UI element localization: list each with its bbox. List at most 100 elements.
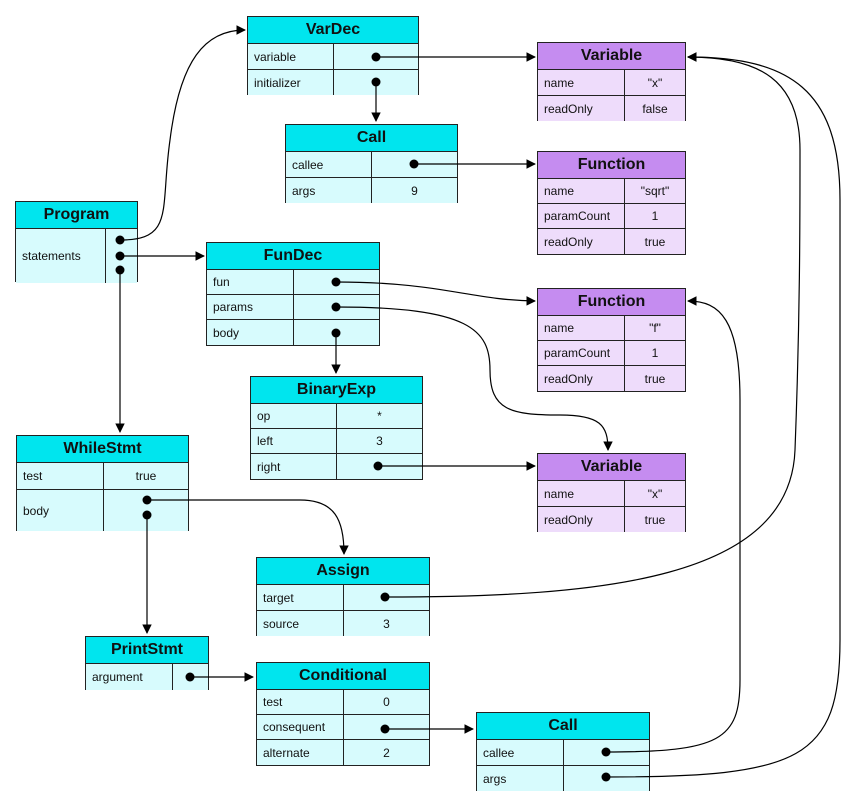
- field-value: true: [644, 512, 666, 527]
- field-value: true: [135, 469, 157, 483]
- field-value: [564, 740, 649, 765]
- field-key: params: [207, 295, 294, 319]
- entity-variable[interactable]: Variable name "x" readOnly false: [537, 42, 686, 121]
- field-value: true: [644, 234, 666, 249]
- node-fundec[interactable]: FunDec fun params body: [206, 242, 380, 346]
- field-key: alternate: [257, 740, 344, 765]
- field-value: 9: [411, 183, 418, 198]
- node-assign[interactable]: Assign target source 3: [256, 557, 430, 636]
- field-value: 1: [651, 209, 659, 223]
- field-key: readOnly: [538, 229, 625, 254]
- field-value: [337, 454, 422, 479]
- field-value: [104, 490, 188, 531]
- field-row: paramCount 1: [538, 204, 685, 229]
- field-key: op: [251, 404, 337, 428]
- arrow-statements-to-vardec: [119, 25, 246, 241]
- field-row: body: [17, 490, 188, 531]
- field-key: test: [17, 463, 104, 489]
- node-binaryexp[interactable]: BinaryExp op * left 3 right: [250, 376, 423, 480]
- field-row: variable: [248, 44, 418, 70]
- node-title: Assign: [257, 558, 429, 585]
- field-row: name "x": [538, 70, 685, 96]
- entity-title: Variable: [538, 454, 685, 481]
- field-key: callee: [477, 740, 564, 765]
- entity-title: Function: [538, 289, 685, 316]
- field-key: name: [538, 179, 625, 203]
- field-key: test: [257, 690, 344, 714]
- field-value: [334, 44, 418, 69]
- node-whilestmt[interactable]: WhileStmt test true body: [16, 435, 189, 531]
- node-title: WhileStmt: [17, 436, 188, 463]
- node-printstmt[interactable]: PrintStmt argument: [85, 636, 209, 690]
- field-key: readOnly: [538, 96, 625, 121]
- field-row: target: [257, 585, 429, 611]
- node-title: Program: [16, 202, 137, 229]
- field-row: readOnly false: [538, 96, 685, 121]
- field-row: name "f": [538, 316, 685, 341]
- field-row: args: [477, 766, 649, 791]
- field-value: 3: [376, 434, 383, 448]
- node-title: VarDec: [248, 17, 418, 44]
- entity-title: Variable: [538, 43, 685, 70]
- field-key: body: [17, 490, 104, 531]
- field-row: args 9: [286, 178, 457, 203]
- field-key: body: [207, 320, 294, 345]
- field-key: name: [538, 481, 625, 506]
- field-value: false: [642, 101, 668, 116]
- field-row: test 0: [257, 690, 429, 715]
- field-value: [294, 295, 379, 319]
- field-key: name: [538, 70, 625, 95]
- field-value: [173, 664, 208, 690]
- field-key: argument: [86, 664, 173, 690]
- field-value: 3: [383, 616, 390, 631]
- field-value: [344, 585, 429, 610]
- field-key: consequent: [257, 715, 344, 739]
- field-row: callee: [477, 740, 649, 766]
- field-key: paramCount: [538, 341, 625, 365]
- field-value: 2: [383, 745, 390, 760]
- field-value: [334, 70, 418, 95]
- field-row: readOnly true: [538, 229, 685, 254]
- field-key: fun: [207, 270, 294, 294]
- field-row: callee: [286, 152, 457, 178]
- field-key: readOnly: [538, 366, 625, 391]
- field-row: consequent: [257, 715, 429, 740]
- field-value: [294, 320, 379, 345]
- field-key: readOnly: [538, 507, 625, 532]
- node-call[interactable]: Call callee args 9: [285, 124, 458, 203]
- node-title: Conditional: [257, 663, 429, 690]
- field-key: right: [251, 454, 337, 479]
- field-value: true: [644, 371, 666, 386]
- field-row: left 3: [251, 429, 422, 454]
- field-key: paramCount: [538, 204, 625, 228]
- entity-title: Function: [538, 152, 685, 179]
- field-row: right: [251, 454, 422, 479]
- node-title: BinaryExp: [251, 377, 422, 404]
- field-row: initializer: [248, 70, 418, 95]
- field-row: name "sqrt": [538, 179, 685, 204]
- node-title: Call: [286, 125, 457, 152]
- entity-function[interactable]: Function name "sqrt" paramCount 1 readOn…: [537, 151, 686, 255]
- field-value: [372, 152, 457, 177]
- field-key: left: [251, 429, 337, 453]
- field-row: name "x": [538, 481, 685, 507]
- node-conditional[interactable]: Conditional test 0 consequent alternate …: [256, 662, 430, 766]
- field-key: initializer: [248, 70, 334, 95]
- field-row: test true: [17, 463, 188, 490]
- field-row: paramCount 1: [538, 341, 685, 366]
- entity-variable[interactable]: Variable name "x" readOnly true: [537, 453, 686, 532]
- field-key: callee: [286, 152, 372, 177]
- field-value: [564, 766, 649, 791]
- field-value: *: [377, 409, 382, 423]
- field-key: args: [477, 766, 564, 791]
- field-key: source: [257, 611, 344, 636]
- node-program[interactable]: Program statements: [15, 201, 138, 283]
- field-value: 0: [383, 695, 390, 709]
- field-row: body: [207, 320, 379, 345]
- node-vardec[interactable]: VarDec variable initializer: [247, 16, 419, 95]
- field-value: "sqrt": [640, 184, 670, 198]
- entity-function[interactable]: Function name "f" paramCount 1 readOnly …: [537, 288, 686, 392]
- node-call[interactable]: Call callee args: [476, 712, 650, 791]
- field-row: readOnly true: [538, 366, 685, 391]
- field-value: "x": [647, 75, 663, 90]
